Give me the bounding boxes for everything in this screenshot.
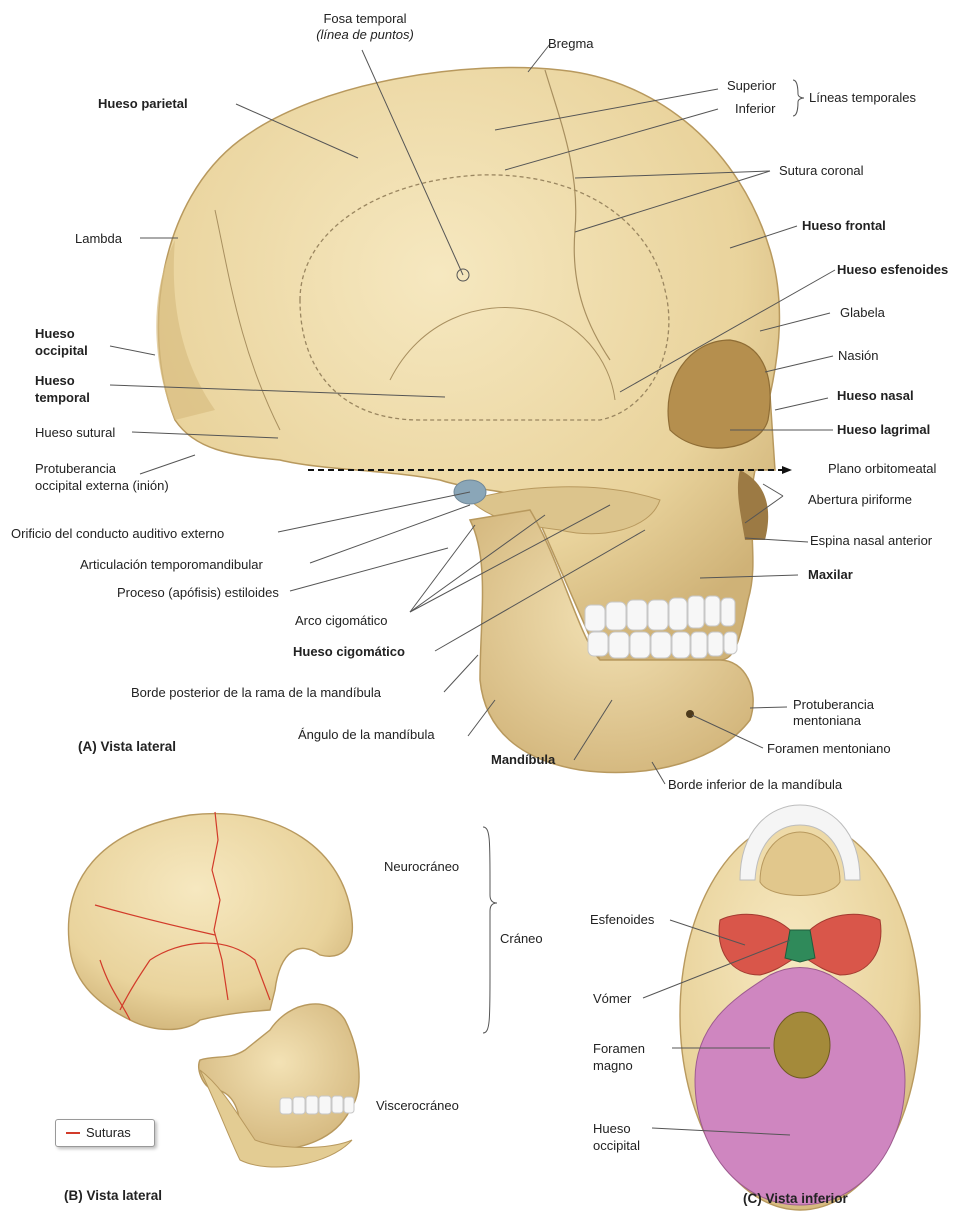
label-hueso-cigomatico: Hueso cigomático	[293, 644, 405, 659]
label-foramen-mentoniano: Foramen mentoniano	[767, 741, 891, 756]
label-hueso-nasal: Hueso nasal	[837, 388, 914, 403]
label-maxilar: Maxilar	[808, 567, 853, 582]
skull-inferior-drawing	[680, 805, 920, 1210]
vomer-region	[785, 930, 815, 962]
small-teeth	[280, 1096, 354, 1114]
label-nasion: Nasión	[838, 348, 878, 363]
label-hueso-frontal: Hueso frontal	[802, 218, 886, 233]
label-hueso-occipital-1: Hueso	[35, 326, 75, 341]
label-hueso-temporal-2: temporal	[35, 390, 90, 405]
label-protuberancia-mentoniana-2: mentoniana	[793, 713, 861, 728]
label-neurocraneo: Neurocráneo	[384, 859, 459, 874]
label-borde-posterior: Borde posterior de la rama de la mandíbu…	[131, 685, 381, 700]
label-protuberancia-1: Protuberancia	[35, 461, 116, 476]
label-angulo-mandibula: Ángulo de la mandíbula	[298, 727, 435, 742]
label-espina-nasal: Espina nasal anterior	[810, 533, 932, 548]
label-occipital-2: occipital	[593, 1138, 640, 1153]
label-hueso-lagrimal: Hueso lagrimal	[837, 422, 930, 437]
craneo-brace	[483, 827, 497, 1033]
label-occipital-1: Hueso	[593, 1121, 631, 1136]
label-fosa-temporal-sub: (línea de puntos)	[290, 27, 440, 42]
label-hueso-temporal-1: Hueso	[35, 373, 75, 388]
label-vomer: Vómer	[593, 991, 631, 1006]
label-hueso-sutural: Hueso sutural	[35, 425, 115, 440]
label-plano-orbitomeatal: Plano orbitomeatal	[828, 461, 936, 476]
caption-panel-b: (B) Vista lateral	[64, 1188, 162, 1203]
label-bregma: Bregma	[548, 36, 594, 51]
viscerocranium-shape	[199, 1004, 359, 1150]
label-hueso-occipital-2: occipital	[35, 343, 88, 358]
label-fosa-temporal: Fosa temporal	[300, 11, 430, 26]
label-protuberancia-2: occipital externa (inión)	[35, 478, 169, 493]
label-mandibula: Mandíbula	[491, 752, 555, 767]
legend-label: Suturas	[86, 1125, 131, 1140]
sutures-legend: Suturas	[55, 1119, 155, 1147]
label-foramen-2: magno	[593, 1058, 633, 1073]
label-abertura-piriforme: Abertura piriforme	[808, 492, 912, 507]
lineas-temporales-brace	[793, 80, 804, 116]
label-hueso-esfenoides: Hueso esfenoides	[837, 262, 948, 277]
label-orificio-conducto: Orificio del conducto auditivo externo	[11, 526, 224, 541]
label-esfenoides: Esfenoides	[590, 912, 654, 927]
label-articulacion: Articulación temporomandibular	[80, 557, 263, 572]
label-glabela: Glabela	[840, 305, 885, 320]
label-hueso-parietal: Hueso parietal	[98, 96, 188, 111]
label-viscerocraneo: Viscerocráneo	[376, 1098, 459, 1113]
label-proceso-estiloides: Proceso (apófisis) estiloides	[117, 585, 279, 600]
caption-panel-c: (C) Vista inferior	[743, 1191, 848, 1206]
label-sutura-coronal: Sutura coronal	[779, 163, 864, 178]
caption-panel-a: (A) Vista lateral	[78, 739, 176, 754]
orbitomeatal-arrow	[782, 466, 792, 474]
label-foramen-1: Foramen	[593, 1041, 645, 1056]
label-arco-cigomatico: Arco cigomático	[295, 613, 387, 628]
label-inferior: Inferior	[735, 101, 775, 116]
label-lineas-temporales: Líneas temporales	[809, 90, 916, 105]
label-lambda: Lambda	[75, 231, 122, 246]
label-borde-inferior: Borde inferior de la mandíbula	[668, 777, 842, 792]
skull-small-drawing	[69, 812, 360, 1167]
mental-foramen	[686, 710, 694, 718]
label-superior: Superior	[727, 78, 776, 93]
foramen-magnum	[774, 1012, 830, 1078]
suture-swatch	[66, 1132, 80, 1134]
label-protuberancia-mentoniana-1: Protuberancia	[793, 697, 874, 712]
neurocranium-shape	[69, 814, 353, 1030]
label-craneo: Cráneo	[500, 931, 543, 946]
